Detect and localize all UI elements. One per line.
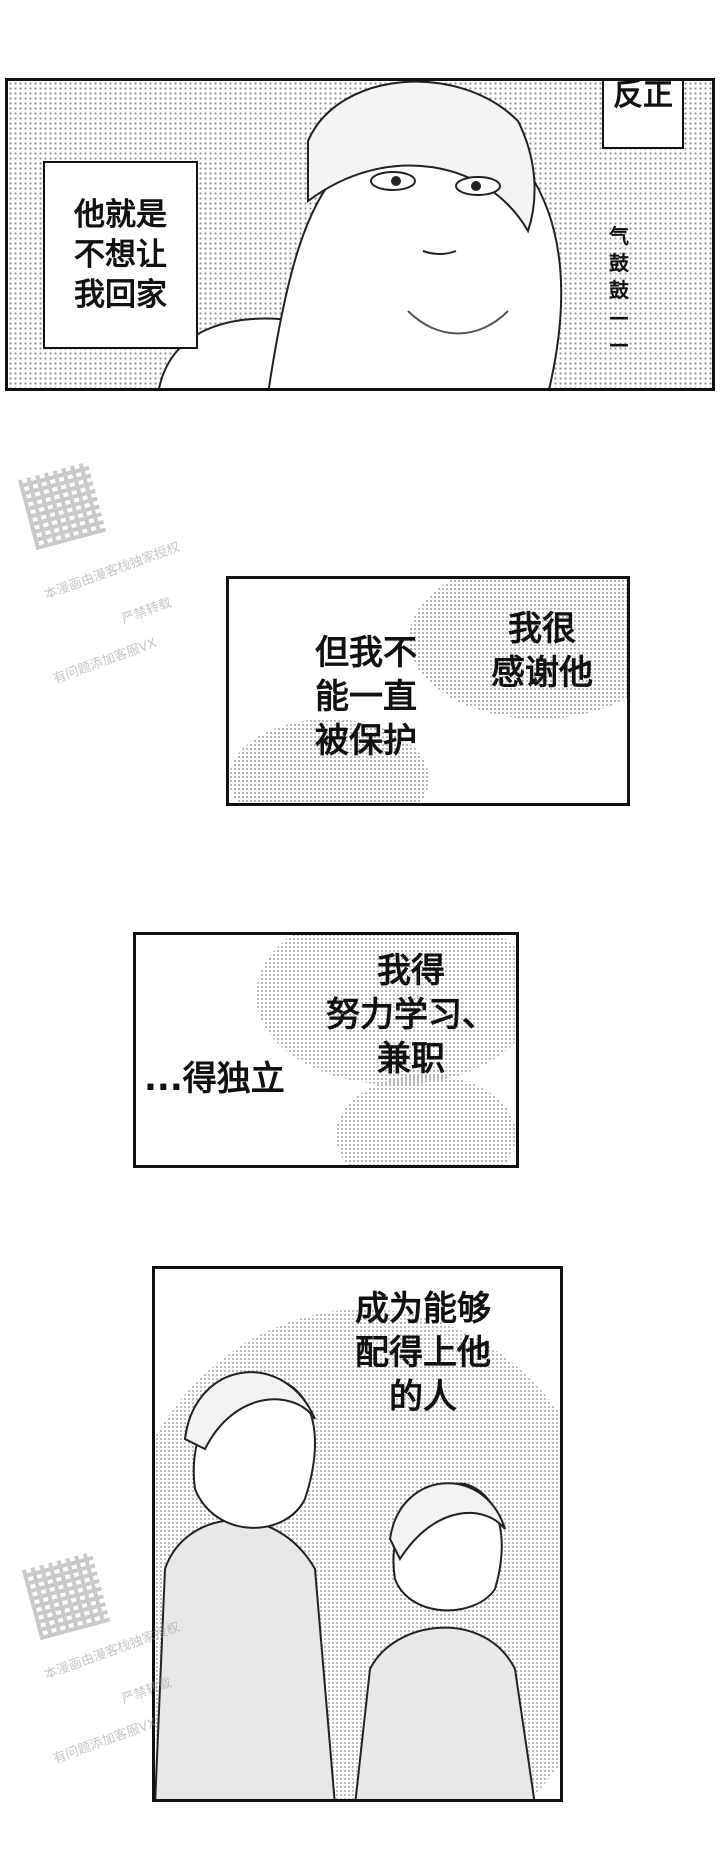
text-cannot-be-protected: 但我不 能一直 被保护	[315, 633, 417, 762]
panel-2: 我很 感谢他 但我不 能一直 被保护	[226, 576, 630, 806]
watermark-text-3: 有问题添加客服VX	[51, 635, 159, 688]
screentone-cloud	[336, 1075, 516, 1165]
text-study-and-work: 我得 努力学习、 兼职	[326, 951, 496, 1080]
panel-3: 我得 努力学习、 兼职 ...得独立	[133, 932, 519, 1168]
text-independent: ...得独立	[144, 1059, 285, 1099]
character-illustration	[158, 81, 563, 388]
screentone-cloud	[256, 935, 516, 1085]
two-characters-illustration	[155, 1371, 536, 1799]
panel-1: 反正 他就是 不想让 我回家 气 鼓 鼓 — —	[5, 78, 715, 391]
caption-right: 反正	[602, 81, 684, 149]
text-thankful: 我很 感谢他	[491, 609, 593, 694]
qr-watermark	[21, 1551, 111, 1641]
watermark-text-6: 有问题添加客服VX	[51, 1715, 159, 1768]
caption-left: 他就是 不想让 我回家	[43, 161, 198, 349]
qr-watermark	[17, 461, 107, 551]
text-worthy-of-him: 成为能够 配得上他 的人	[355, 1289, 491, 1418]
sfx-pouting: 气 鼓 鼓 — —	[609, 224, 629, 356]
watermark-text-2: 严禁转载	[119, 595, 174, 628]
panel-4: 成为能够 配得上他 的人	[152, 1266, 563, 1802]
